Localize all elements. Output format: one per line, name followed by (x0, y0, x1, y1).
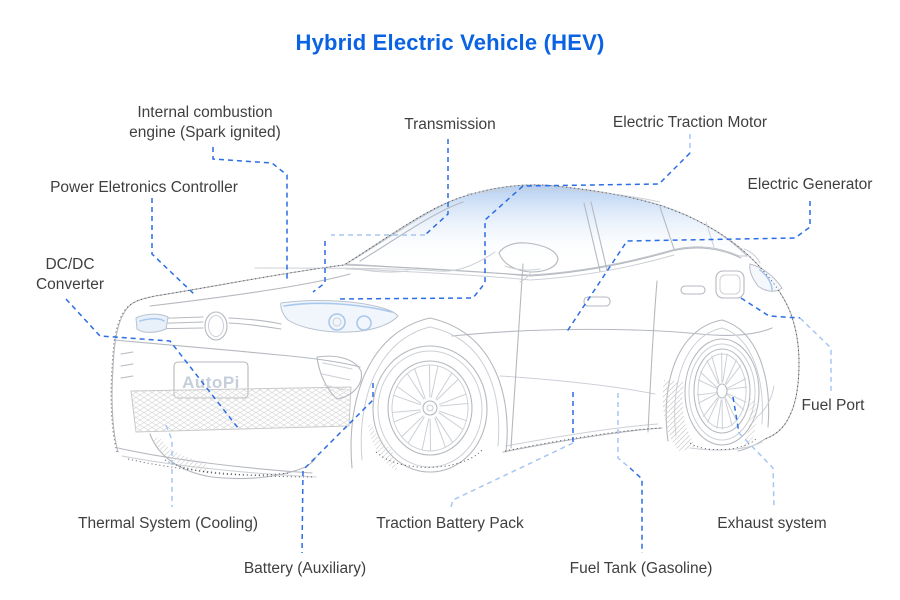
leader-battery-auxiliary (301, 383, 374, 554)
wheel-spoke (430, 365, 439, 398)
wheel-shading (662, 380, 696, 452)
page-title: Hybrid Electric Vehicle (HEV) (295, 30, 605, 55)
silhouette-dotted-outline (110, 184, 800, 478)
wheel-spoke (439, 403, 469, 407)
wheel-spoke (726, 394, 745, 411)
lower-grille (130, 386, 352, 433)
watermark-autopi: AutoPi (182, 373, 240, 392)
wheel-spoke (435, 372, 453, 400)
wheel-spoke (711, 355, 720, 384)
label-exhaust-system: Exhaust system (717, 515, 826, 532)
wheel-spoke (434, 417, 446, 448)
wheel-spoke (393, 411, 422, 423)
front-wheel (350, 317, 508, 473)
leader-fuel-tank (629, 467, 643, 553)
wheel-spoke (396, 385, 422, 404)
leader-transmission (424, 139, 449, 236)
wheel-spoke (727, 393, 747, 403)
wheel-spoke (439, 410, 467, 422)
label-electric-generator: Electric Generator (748, 176, 873, 193)
leader-thermal-system (165, 424, 173, 507)
wheel-spoke (435, 416, 454, 443)
label-battery-auxiliary: Battery (Auxiliary) (244, 560, 366, 577)
leader-traction-battery-pack (449, 442, 574, 511)
wheel-spoke (727, 386, 748, 390)
wheel-spoke (722, 353, 728, 383)
wheel-spoke (702, 397, 719, 417)
wheel-spoke (725, 365, 742, 385)
wheel-spoke (391, 409, 421, 413)
label-thermal-system: Thermal System (Cooling) (78, 515, 258, 532)
label-transmission: Transmission (404, 116, 496, 133)
left-headlight (135, 313, 169, 333)
wheel-spoke (706, 360, 719, 385)
car-front-face: AutoPi (113, 300, 399, 480)
wheel-spoke (436, 378, 459, 401)
leader-exhaust-system (732, 396, 740, 434)
wheel-spoke (724, 398, 733, 427)
wheel-spoke (697, 379, 717, 389)
label-fuel-port: Fuel Port (802, 397, 866, 414)
wheel-spoke (407, 416, 425, 444)
leader-power-electronics-controller (151, 198, 195, 295)
wheel-spoke (406, 373, 425, 400)
label-electric-traction-motor: Electric Traction Motor (613, 114, 767, 131)
wheel-spoke (716, 399, 722, 429)
wheel-spoke (699, 371, 718, 388)
wheel-spoke (438, 393, 467, 405)
wheel-shading (152, 438, 210, 474)
wheel-spoke (393, 394, 421, 406)
leader-fuel-tank (617, 393, 631, 469)
window-glass (344, 184, 749, 276)
label-power-electronics-controller: Power Eletronics Controller (50, 179, 238, 196)
wheel-spoke (697, 393, 717, 404)
brand-badge (204, 311, 228, 341)
leader-dc-dc-converter (65, 298, 239, 429)
leader-internal-combustion-engine (212, 147, 288, 279)
wheel-spoke (724, 359, 737, 385)
wheel-spoke (707, 397, 720, 423)
front-door-handle (583, 296, 611, 307)
leader-fuel-port (740, 297, 801, 319)
wheel-spoke (727, 378, 747, 389)
leader-transmission (312, 241, 326, 293)
wheel-spoke (725, 397, 738, 422)
label-traction-battery-pack: Traction Battery Pack (376, 515, 524, 532)
wheel-spoke (438, 412, 464, 431)
car-body (111, 184, 800, 478)
leader-fuel-port (799, 317, 832, 392)
wheel-spoke (696, 392, 717, 396)
wheel-spoke (414, 368, 426, 399)
wheel-spoke (401, 415, 424, 438)
taillight (749, 263, 783, 292)
rear-wheel (662, 319, 770, 452)
wheel-spoke (421, 418, 430, 451)
leader-exhaust-system (738, 432, 775, 508)
fuel-filler-cap (715, 270, 745, 299)
rear-door-handle (680, 285, 706, 295)
right-headlight (280, 300, 399, 333)
label-fuel-tank: Fuel Tank (Gasoline) (570, 560, 713, 577)
leader-lines (65, 134, 832, 554)
